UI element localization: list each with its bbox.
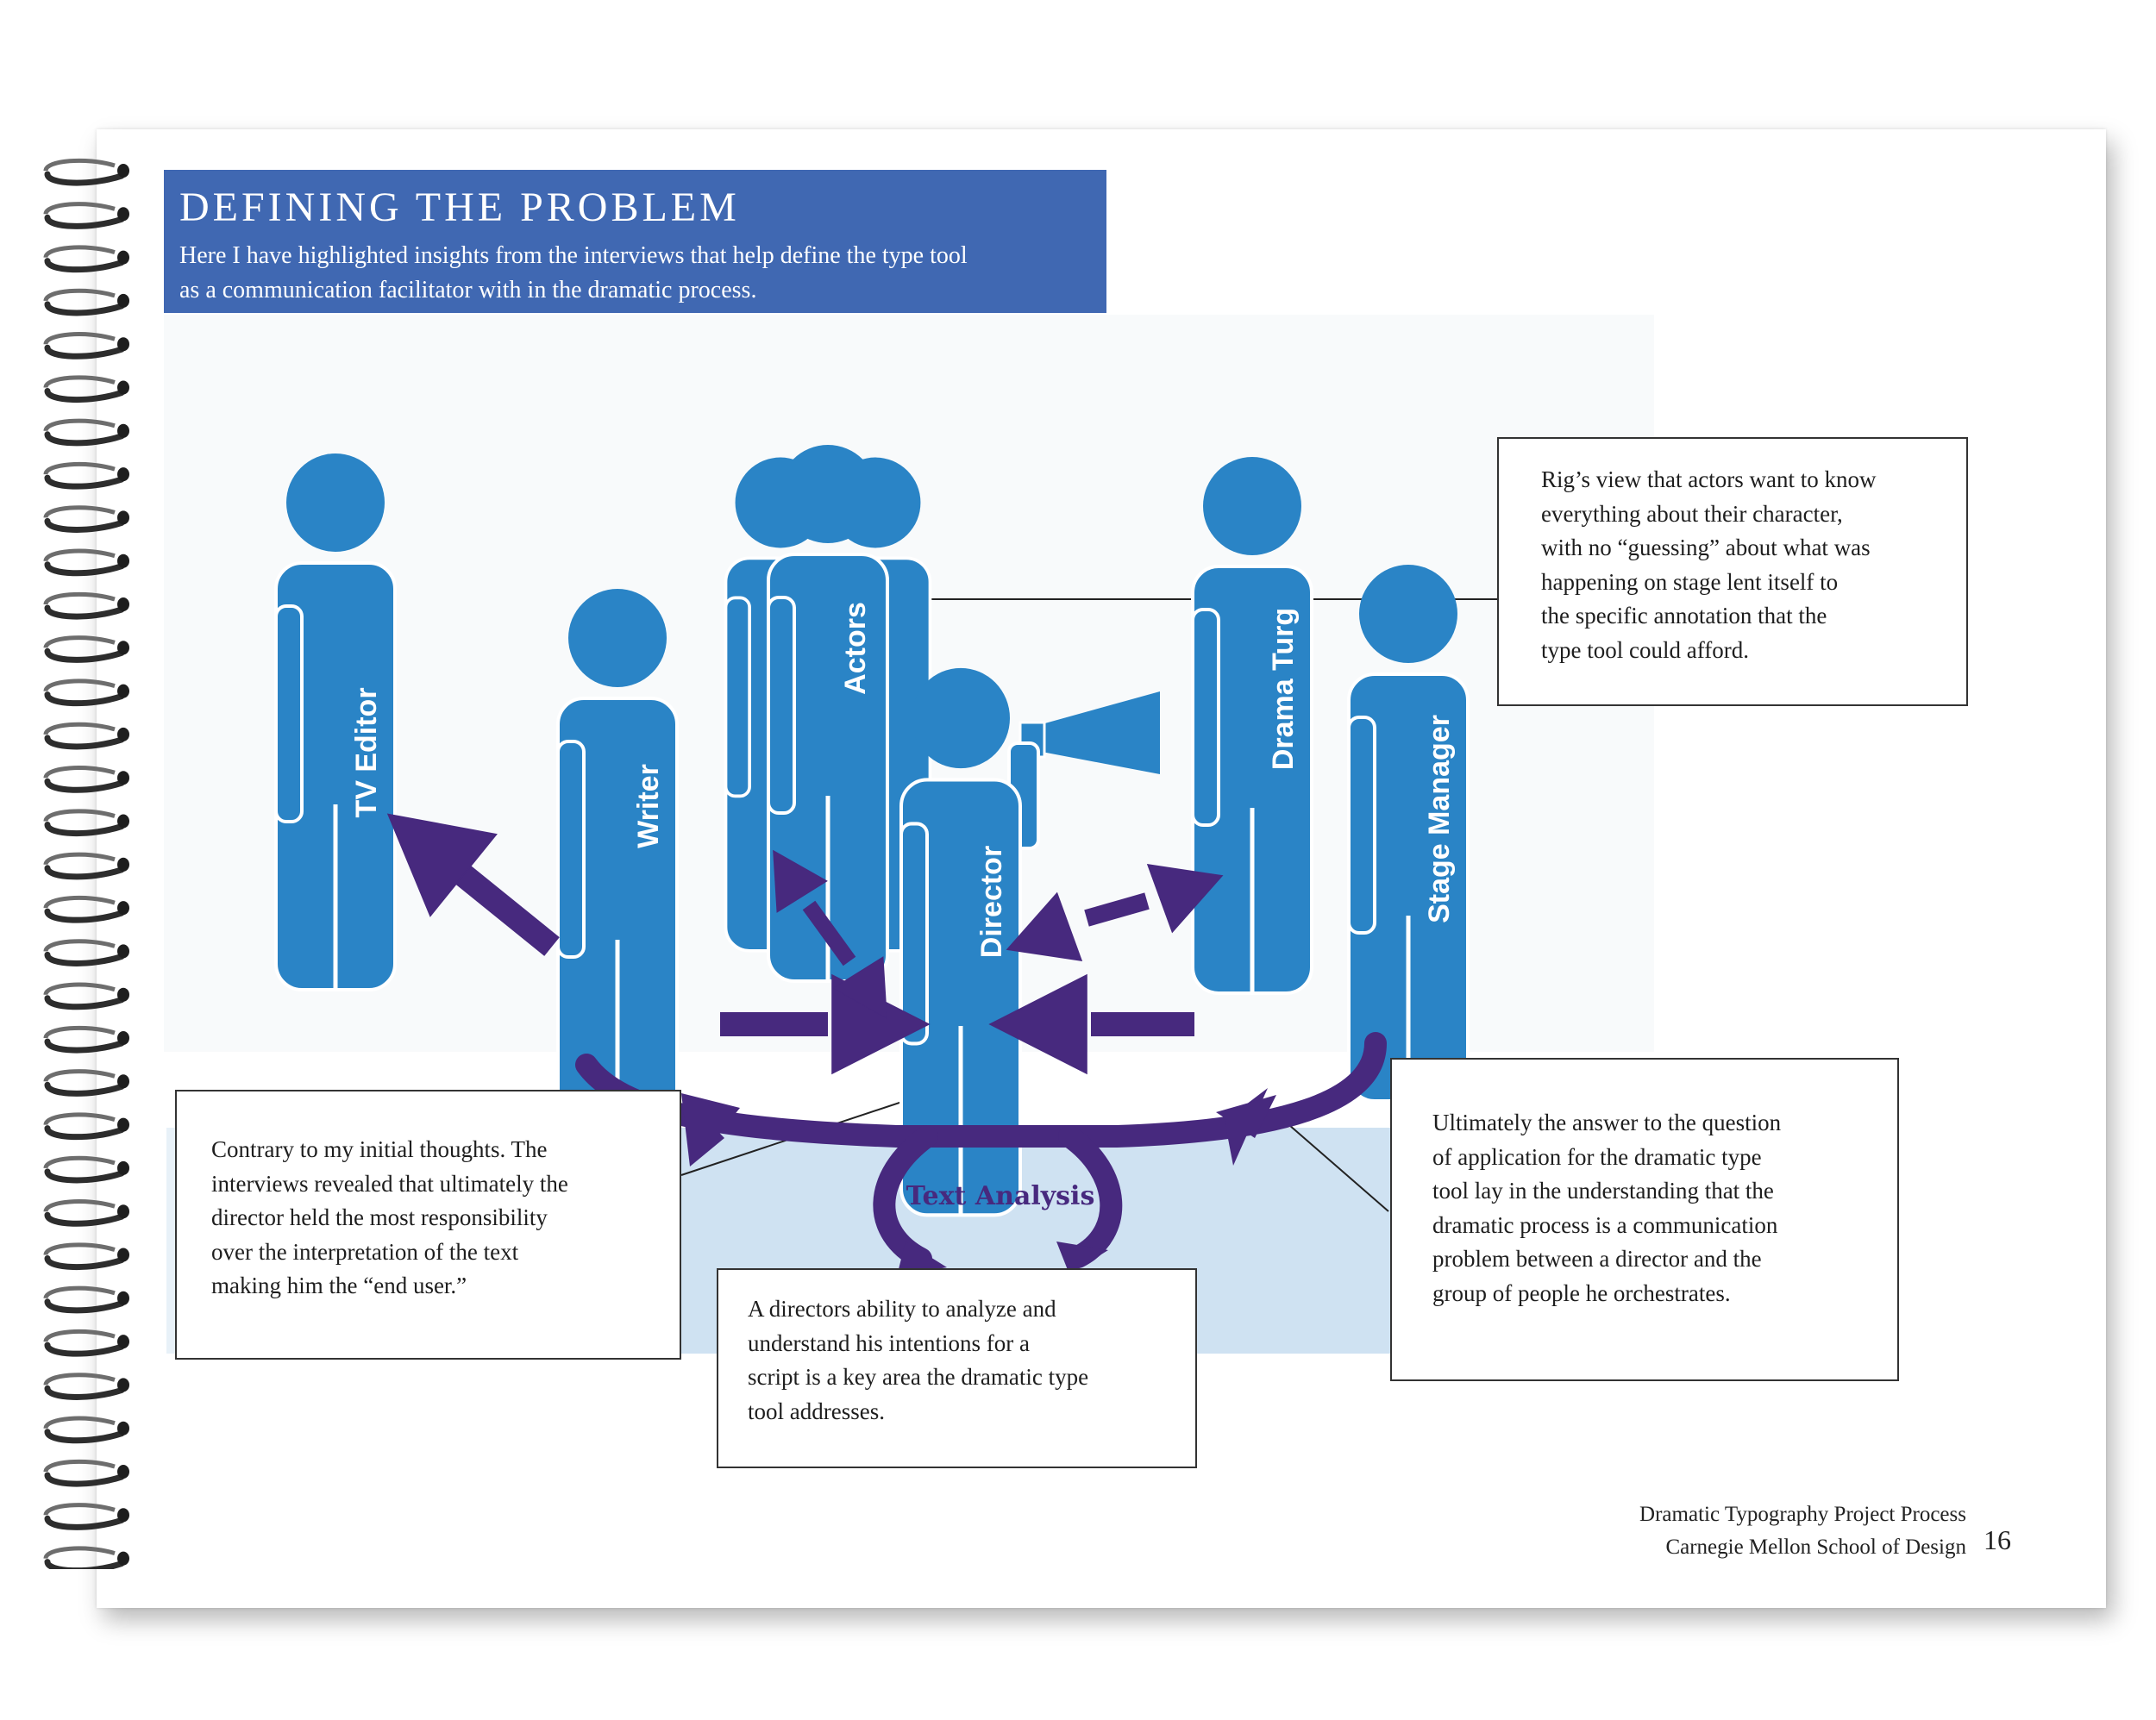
text-analysis-label: Text Analysis: [906, 1181, 1095, 1211]
director-label: Director: [975, 846, 1008, 958]
spiral-coil: [43, 1112, 129, 1141]
writer-label: Writer: [632, 764, 665, 848]
note-contrary: Contrary to my initial thoughts. The int…: [175, 1090, 681, 1360]
tv-editor-figure: TV Editor: [276, 453, 395, 990]
writer-figure: Writer: [558, 589, 677, 1125]
tv-editor-label: TV Editor: [350, 687, 383, 817]
spiral-coil: [43, 722, 129, 750]
spiral-coil: [43, 1242, 129, 1270]
spiral-coil: [43, 1025, 129, 1054]
spiral-coil: [43, 548, 129, 577]
spiral-coil: [43, 1546, 129, 1569]
spiral-coil: [43, 1069, 129, 1097]
header-box: DEFINING THE PROBLEM Here I have highlig…: [164, 170, 1106, 313]
director-figure: Director: [901, 668, 1020, 1215]
spiral-coil: [43, 202, 129, 229]
spiral-coil: [43, 1199, 129, 1227]
stage-manager-label: Stage Manager: [1423, 715, 1456, 923]
page-number: 16: [1984, 1524, 2011, 1555]
spiral-coil: [43, 332, 129, 360]
stage-manager-figure: Stage Manager: [1349, 565, 1468, 1101]
spiral-binding: [43, 158, 129, 1569]
spiral-coil: [43, 809, 129, 836]
drama-turg-label: Drama Turg: [1267, 608, 1300, 770]
note-ultimately: Ultimately the answer to the question of…: [1390, 1058, 1899, 1381]
spiral-coil: [43, 375, 129, 403]
page-title: DEFINING THE PROBLEM: [179, 185, 740, 230]
footer-line: Carnegie Mellon School of Design: [1665, 1535, 1966, 1559]
spiral-coil: [43, 1503, 129, 1530]
spiral-coil: [43, 852, 129, 880]
note-ability: A directors ability to analyze and under…: [717, 1268, 1197, 1468]
communication-arrows: [354, 772, 1236, 1074]
drama-turg-figure: Drama Turg: [1193, 457, 1312, 993]
spiral-coil: [43, 895, 129, 923]
footer-line: Dramatic Typography Project Process: [1639, 1503, 1966, 1526]
spiral-coil: [43, 418, 129, 447]
spiral-coil: [43, 766, 129, 793]
spiral-coil: [43, 939, 129, 966]
spiral-coil: [43, 1459, 129, 1487]
spiral-coil: [43, 591, 129, 620]
spiral-coil: [43, 1416, 129, 1444]
spiral-coil: [43, 982, 129, 1010]
actors-label: Actors: [839, 602, 872, 695]
subtitle-line: as a communication facilitator with in t…: [179, 277, 757, 303]
note-rig: Rig’s view that actors want to know ever…: [1497, 437, 1968, 706]
page-subtitle: Here I have highlighted insights from th…: [179, 239, 1089, 308]
spiral-coil: [43, 505, 129, 533]
actors-group: Actors: [726, 445, 931, 981]
loop-arrowheads: [681, 1088, 1276, 1276]
spiral-coil: [43, 1329, 129, 1357]
spiral-coil: [43, 1155, 129, 1184]
spiral-coil: [43, 158, 129, 186]
spiral-coil: [43, 461, 129, 490]
spiral-coil: [43, 245, 129, 273]
spiral-coil: [43, 635, 129, 663]
footer: Dramatic Typography Project Process Carn…: [1639, 1498, 1966, 1564]
subtitle-line: Here I have highlighted insights from th…: [179, 242, 968, 269]
spiral-coil: [43, 1285, 129, 1314]
spiral-coil: [43, 1373, 129, 1400]
spiral-coil: [43, 679, 129, 707]
spiral-coil: [43, 288, 129, 316]
